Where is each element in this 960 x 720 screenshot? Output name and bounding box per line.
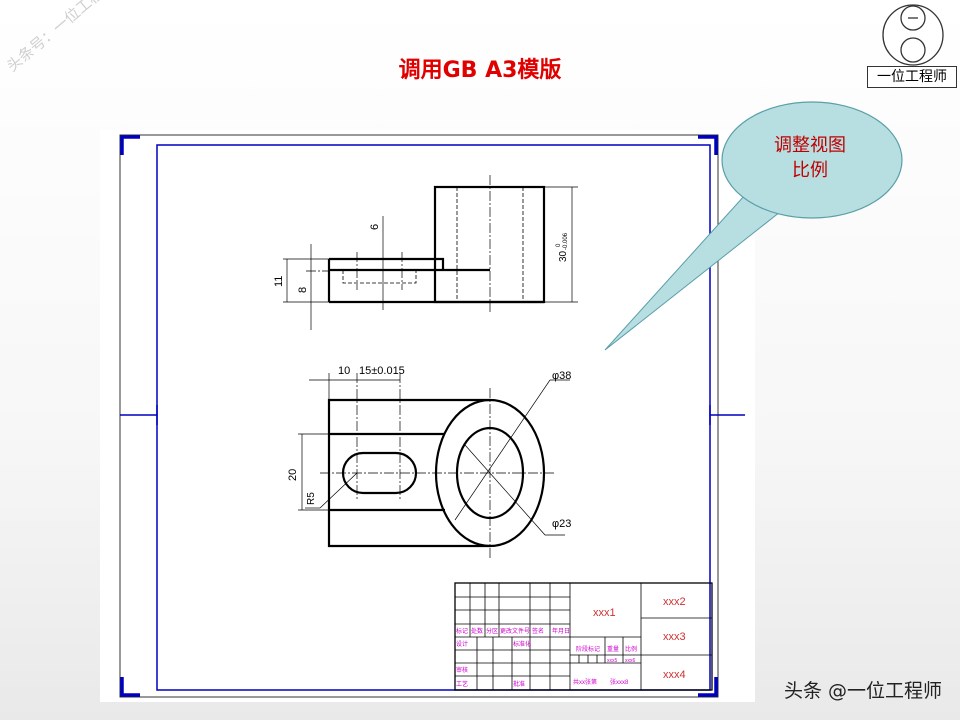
tb-weight: 重量 xyxy=(607,645,619,653)
tb-design: 设计 xyxy=(456,640,468,648)
dim-38: φ38 xyxy=(552,370,571,382)
tb-weight-val: xxx5 xyxy=(607,658,618,664)
tb-process: 工艺 xyxy=(456,680,468,688)
drawing-sheet xyxy=(100,130,755,702)
tb-scale: 比例 xyxy=(625,645,637,653)
top-view xyxy=(283,175,578,330)
tb-stage: 阶段标记 xyxy=(576,645,600,653)
tb-name: xxx1 xyxy=(593,607,616,619)
tb-r4: xxx4 xyxy=(663,669,686,681)
callout-bubble xyxy=(604,101,903,351)
dim-15: 15±0.015 xyxy=(359,365,405,377)
slide-title: 调用GB A3模版 xyxy=(398,58,562,83)
tb-scale-val: xxx6 xyxy=(625,658,636,664)
tb-label-change: 更改文件号 xyxy=(500,627,530,635)
dim-30: 30 xyxy=(558,250,569,262)
front-view xyxy=(298,373,570,560)
tb-sheets: 共xx张第 xyxy=(573,678,597,686)
dim-30-tol-upper: 0 xyxy=(556,243,562,247)
dim-30-tol-lower: -0.006 xyxy=(563,232,569,250)
dim-11: 11 xyxy=(273,276,285,287)
callout-text: 调整视图 比例 xyxy=(735,133,885,183)
tb-label-sign: 签名 xyxy=(532,627,544,635)
tb-approve: 批准 xyxy=(513,680,525,688)
tb-r3: xxx3 xyxy=(663,631,686,643)
dim-6: 6 xyxy=(369,224,381,230)
outer-frame xyxy=(119,134,719,698)
corner-marks xyxy=(120,135,718,697)
tb-label-mark: 标记 xyxy=(456,627,468,635)
tb-check: 审核 xyxy=(456,666,468,674)
center-marks xyxy=(120,405,745,425)
tb-r2: xxx2 xyxy=(663,596,686,608)
tb-label-date: 年月日 xyxy=(552,627,570,635)
dim-10: 10 xyxy=(338,365,350,377)
dim-23: φ23 xyxy=(552,518,571,530)
tb-label-count: 处数 xyxy=(471,627,483,635)
dim-r5: R5 xyxy=(306,492,317,505)
logo-icon xyxy=(882,4,944,66)
tb-std: 标准化 xyxy=(513,640,531,648)
title-block xyxy=(454,582,713,691)
callout-line-2: 比例 xyxy=(792,160,828,181)
dim-20: 20 xyxy=(287,469,299,481)
tb-label-zone: 分区 xyxy=(486,627,498,635)
footer-watermark: 头条 @一位工程师 xyxy=(783,680,942,702)
callout-line-1: 调整视图 xyxy=(774,135,846,156)
logo-text: 一位工程师 xyxy=(867,66,957,88)
dim-8: 8 xyxy=(297,287,309,293)
tb-sheet: 张xxx8 xyxy=(610,678,629,686)
